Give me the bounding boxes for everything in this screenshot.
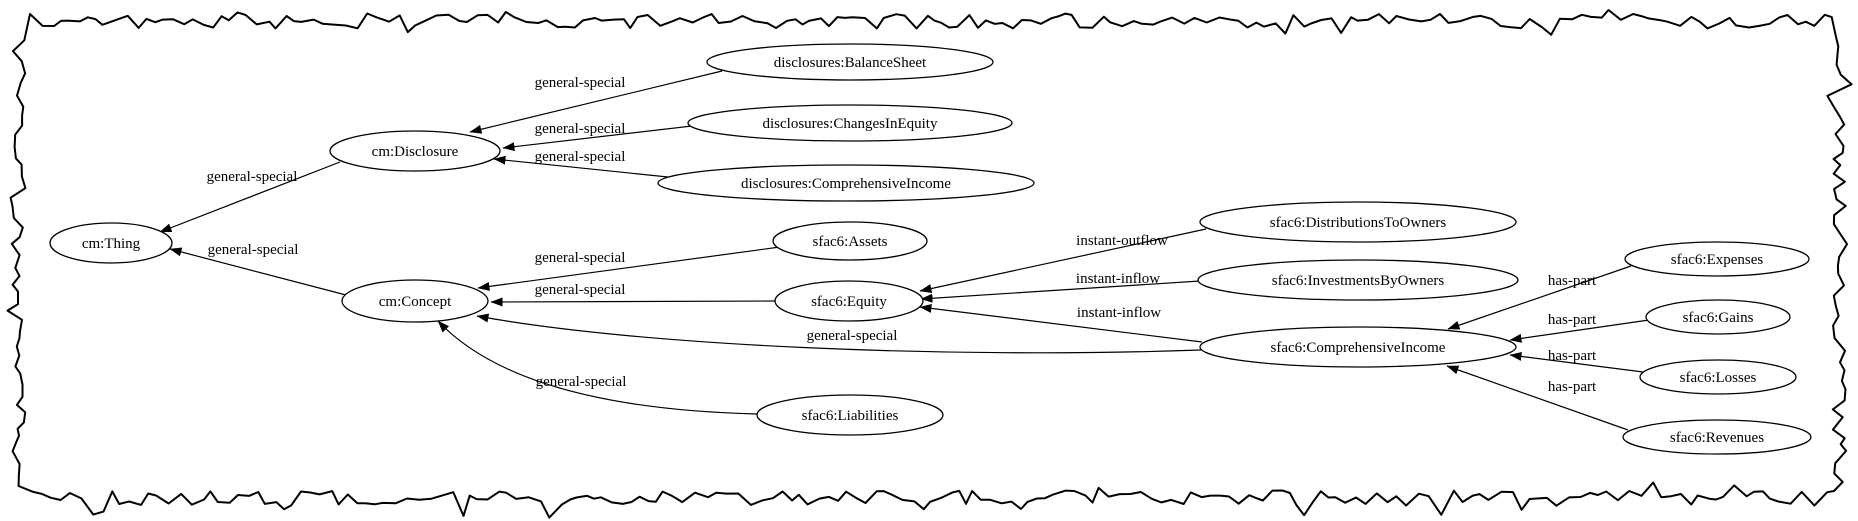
edge-sfac6-losses-sfac6-comprehensiveincome — [1509, 351, 1644, 373]
node-sfac6-comprehensiveincome: sfac6:ComprehensiveIncome — [1199, 326, 1517, 368]
edge-label-cm-concept-cm-thing: general-special — [208, 242, 299, 258]
node-ellipse-cm-thing — [49, 222, 173, 264]
edge-label-cm-disclosure-cm-thing: general-special — [207, 169, 298, 185]
node-label-sfac6-losses: sfac6:Losses — [1680, 370, 1757, 386]
node-ellipse-sfac6-comprehensiveincome — [1199, 326, 1517, 368]
node-ellipse-disclosures-comprehensiveincome — [657, 164, 1035, 202]
node-label-sfac6-equity: sfac6:Equity — [811, 294, 887, 310]
node-sfac6-gains: sfac6:Gains — [1645, 299, 1791, 335]
torn-border — [6, 9, 1853, 519]
edge-sfac6-assets-cm-concept — [477, 246, 781, 291]
edge-label-sfac6-comprehensiveincome-cm-concept: general-special — [807, 328, 898, 344]
edge-label-sfac6-comprehensiveincome-sfac6-equity: instant-inflow — [1077, 305, 1161, 321]
edge-label-disclosures-comprehensiveincome-cm-disclosure: general-special — [535, 149, 626, 165]
edge-label-sfac6-gains-sfac6-comprehensiveincome: has-part — [1548, 312, 1597, 328]
edge-sfac6-comprehensiveincome-cm-concept — [476, 313, 1202, 354]
node-ellipse-disclosures-balancesheet — [706, 43, 994, 81]
node-ellipse-sfac6-assets — [772, 221, 928, 261]
edge-label-sfac6-expenses-sfac6-comprehensiveincome: has-part — [1548, 273, 1597, 289]
node-disclosures-changesinequity: disclosures:ChangesInEquity — [687, 104, 1013, 142]
node-ellipse-sfac6-gains — [1645, 299, 1791, 335]
node-ellipse-disclosures-changesinequity — [687, 104, 1013, 142]
node-sfac6-distributionstoowners: sfac6:DistributionsToOwners — [1199, 201, 1517, 243]
node-label-sfac6-liabilities: sfac6:Liabilities — [802, 408, 899, 424]
edge-label-disclosures-changesinequity-cm-disclosure: general-special — [535, 121, 626, 137]
edge-label-sfac6-revenues-sfac6-comprehensiveincome: has-part — [1548, 379, 1597, 395]
node-ellipse-sfac6-losses — [1639, 359, 1797, 395]
node-cm-thing: cm:Thing — [49, 222, 173, 264]
edge-sfac6-revenues-sfac6-comprehensiveincome — [1446, 365, 1629, 431]
edge-sfac6-gains-sfac6-comprehensiveincome — [1509, 319, 1650, 343]
node-label-sfac6-gains: sfac6:Gains — [1683, 310, 1754, 326]
edge-label-disclosures-balancesheet-cm-disclosure: general-special — [535, 75, 626, 91]
node-ellipse-sfac6-equity — [774, 280, 924, 322]
node-sfac6-losses: sfac6:Losses — [1639, 359, 1797, 395]
node-label-disclosures-balancesheet: disclosures:BalanceSheet — [774, 55, 927, 71]
edge-sfac6-comprehensiveincome-sfac6-equity — [919, 303, 1203, 343]
node-sfac6-liabilities: sfac6:Liabilities — [756, 394, 944, 436]
edge-cm-concept-cm-thing — [169, 247, 347, 296]
edge-sfac6-liabilities-cm-concept — [437, 320, 758, 415]
node-cm-concept: cm:Concept — [341, 279, 489, 323]
edge-label-sfac6-losses-sfac6-comprehensiveincome: has-part — [1548, 348, 1597, 364]
node-label-sfac6-expenses: sfac6:Expenses — [1671, 252, 1764, 268]
node-ellipse-cm-concept — [341, 279, 489, 323]
edge-sfac6-distributionstoowners-sfac6-equity — [919, 228, 1207, 293]
edge-cm-disclosure-cm-thing — [159, 161, 341, 233]
node-sfac6-equity: sfac6:Equity — [774, 280, 924, 322]
node-ellipse-sfac6-investmentsbyowners — [1197, 259, 1519, 301]
node-sfac6-revenues: sfac6:Revenues — [1622, 419, 1812, 455]
node-ellipse-sfac6-distributionstoowners — [1199, 201, 1517, 243]
edge-disclosures-comprehensiveincome-cm-disclosure — [493, 155, 669, 178]
node-sfac6-expenses: sfac6:Expenses — [1624, 241, 1810, 277]
node-sfac6-assets: sfac6:Assets — [772, 221, 928, 261]
edge-label-sfac6-investmentsbyowners-sfac6-equity: instant-inflow — [1076, 271, 1160, 287]
node-sfac6-investmentsbyowners: sfac6:InvestmentsByOwners — [1197, 259, 1519, 301]
node-label-disclosures-changesinequity: disclosures:ChangesInEquity — [763, 116, 938, 132]
edge-sfac6-investmentsbyowners-sfac6-equity — [920, 280, 1201, 303]
edge-sfac6-equity-cm-concept — [490, 297, 776, 307]
edge-disclosures-balancesheet-cm-disclosure — [469, 70, 723, 134]
edge-label-sfac6-equity-cm-concept: general-special — [535, 282, 626, 298]
edge-layer: general-special general-special general-sp… — [159, 70, 1650, 431]
edge-label-sfac6-assets-cm-concept: general-special — [535, 250, 626, 266]
node-label-disclosures-comprehensiveincome: disclosures:ComprehensiveIncome — [741, 176, 951, 192]
node-disclosures-comprehensiveincome: disclosures:ComprehensiveIncome — [657, 164, 1035, 202]
node-label-cm-disclosure: cm:Disclosure — [372, 144, 459, 160]
edge-disclosures-changesinequity-cm-disclosure — [502, 125, 693, 152]
node-layer: cm:Thing cm:Disclosure cm:Concept disclosur… — [49, 43, 1812, 455]
edge-sfac6-expenses-sfac6-comprehensiveincome — [1447, 265, 1632, 330]
node-cm-disclosure: cm:Disclosure — [329, 130, 501, 172]
node-label-cm-concept: cm:Concept — [379, 294, 452, 310]
edge-label-sfac6-distributionstoowners-sfac6-equity: instant-outflow — [1076, 233, 1168, 249]
node-label-sfac6-investmentsbyowners: sfac6:InvestmentsByOwners — [1272, 273, 1445, 289]
node-ellipse-sfac6-liabilities — [756, 394, 944, 436]
node-label-cm-thing: cm:Thing — [82, 236, 141, 252]
node-ellipse-cm-disclosure — [329, 130, 501, 172]
node-label-sfac6-distributionstoowners: sfac6:DistributionsToOwners — [1270, 215, 1447, 231]
node-label-sfac6-comprehensiveincome: sfac6:ComprehensiveIncome — [1271, 340, 1446, 356]
node-ellipse-sfac6-revenues — [1622, 419, 1812, 455]
edge-label-sfac6-liabilities-cm-concept: general-special — [536, 374, 627, 390]
node-label-sfac6-revenues: sfac6:Revenues — [1670, 430, 1764, 446]
node-disclosures-balancesheet: disclosures:BalanceSheet — [706, 43, 994, 81]
node-label-sfac6-assets: sfac6:Assets — [813, 234, 888, 250]
node-ellipse-sfac6-expenses — [1624, 241, 1810, 277]
